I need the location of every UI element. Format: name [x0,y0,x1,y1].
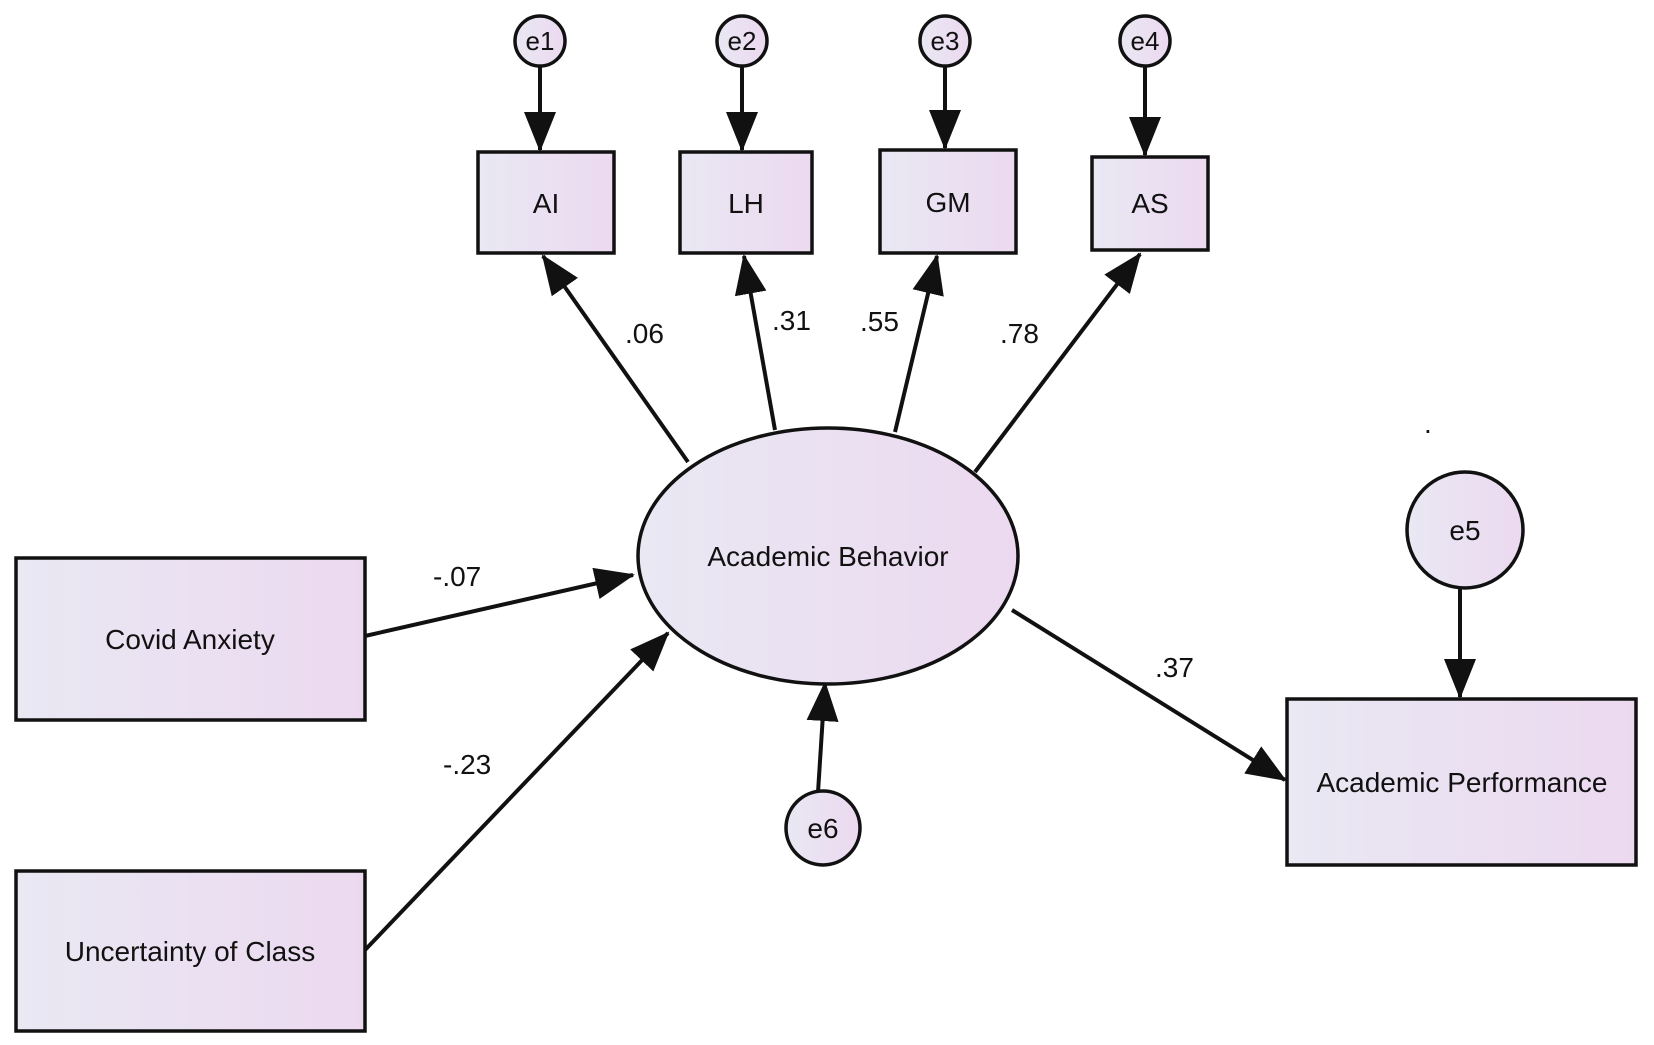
edge-ab-to-gm [893,254,944,433]
box-covid-anxiety: Covid Anxiety [14,556,367,722]
edge-ab-to-as [973,252,1142,474]
box-academic-performance-label: Academic Performance [1316,767,1607,798]
indicator-lh: LH [678,150,814,255]
latent-academic-behavior-label: Academic Behavior [707,541,948,572]
edge-ab-to-lh [734,254,777,431]
edge-e6-to-ab [806,681,839,809]
error-e6: e6 [784,789,862,867]
coef-ab-to-ai: .06 [625,318,664,349]
latent-academic-behavior: Academic Behavior [636,426,1020,686]
box-academic-performance: Academic Performance [1285,697,1638,867]
indicator-as: AS [1090,155,1210,252]
error-e5-label: e5 [1449,515,1480,546]
coef-covid-to-ab: -.07 [433,561,481,592]
indicator-ai: AI [476,150,616,255]
coef-ab-to-as: .78 [1000,318,1039,349]
error-e4-label: e4 [1131,26,1160,56]
error-e4: e4 [1118,14,1172,68]
coef-ab-to-lh: .31 [772,305,811,336]
edge-uncertainty-to-ab [363,631,670,952]
edge-covid-to-ab [364,567,635,638]
edges [363,66,1476,952]
coef-uncertainty-to-ab: -.23 [443,749,491,780]
error-e3: e3 [918,14,972,68]
indicator-ai-label: AI [533,188,559,219]
coef-ab-to-performance: .37 [1155,652,1194,683]
coefficients: .06 .31 .55 .78 -.07 -.23 .37 [433,305,1194,780]
indicator-lh-label: LH [728,188,764,219]
box-uncertainty-of-class-label: Uncertainty of Class [65,936,316,967]
error-e1-label: e1 [526,26,555,56]
box-uncertainty-of-class: Uncertainty of Class [14,869,367,1033]
indicator-as-label: AS [1131,188,1168,219]
error-e1: e1 [513,14,567,68]
box-covid-anxiety-label: Covid Anxiety [105,624,275,655]
edge-ab-to-ai [541,254,690,464]
indicator-gm-label: GM [925,187,970,218]
edge-ab-to-performance [1010,608,1287,782]
coef-ab-to-gm: .55 [860,306,899,337]
stray-dot: . [1424,408,1432,439]
error-e2: e2 [715,14,769,68]
indicator-gm: GM [878,148,1018,255]
error-e2-label: e2 [728,26,757,56]
error-e6-label: e6 [807,813,838,844]
error-e5: e5 [1405,470,1525,590]
error-e3-label: e3 [931,26,960,56]
